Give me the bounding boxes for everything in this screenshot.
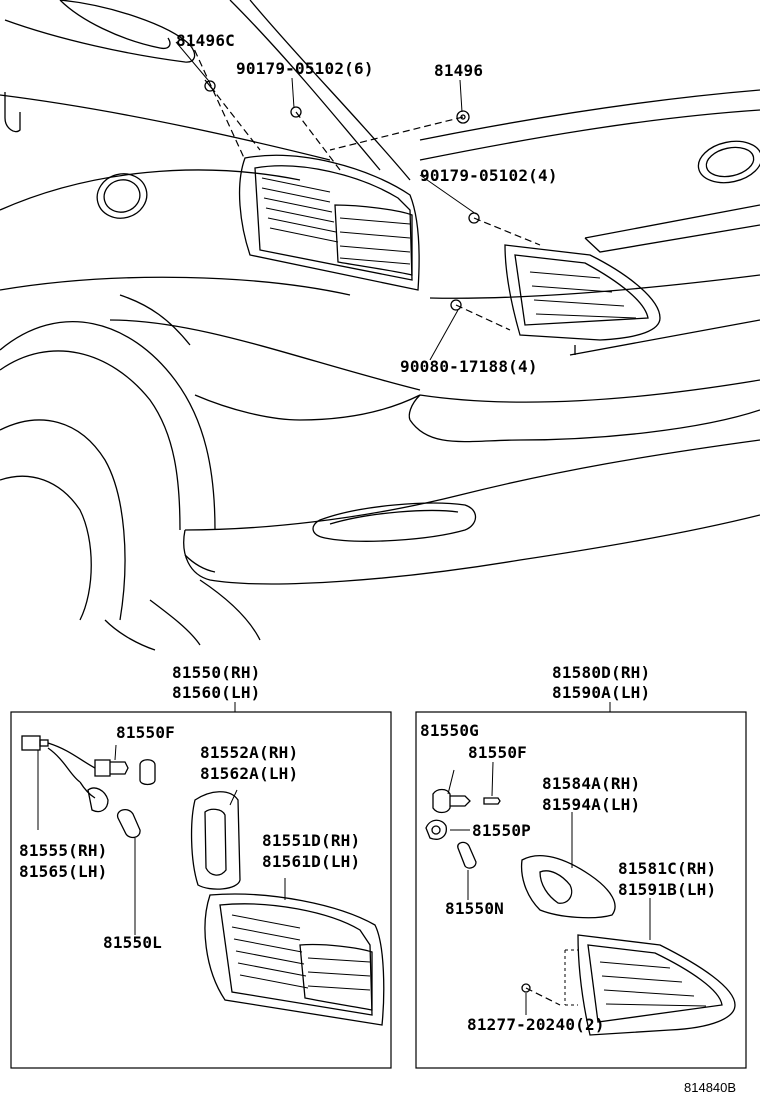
right-box-parts xyxy=(425,788,736,1036)
label-90179-05102-6: 90179-05102(6) xyxy=(236,59,374,78)
leader-lines-top xyxy=(175,41,477,361)
left-label-81550L: 81550L xyxy=(103,933,162,952)
diagram-id: 814840B xyxy=(684,1080,736,1095)
right-label-81591B: 81591B(LH) xyxy=(618,880,716,899)
left-assembly-box xyxy=(10,711,392,1069)
right-label-81277: 81277-20240(2) xyxy=(467,1015,605,1034)
right-label-81550F: 81550F xyxy=(468,743,527,762)
right-title-lh: 81590A(LH) xyxy=(552,683,650,702)
label-81496C: 81496C xyxy=(176,31,235,50)
fastener-icons xyxy=(204,79,480,311)
left-label-81551D: 81551D(RH) xyxy=(262,831,360,850)
assembly-lines-top xyxy=(189,39,541,331)
outer-tail-lamp xyxy=(238,154,420,291)
left-label-81561D: 81561D(LH) xyxy=(262,852,360,871)
right-title-rh: 81580D(RH) xyxy=(552,663,650,682)
vehicle-rear-illustration xyxy=(0,0,760,651)
label-90080-17188: 90080-17188(4) xyxy=(400,357,538,376)
right-label-81550N: 81550N xyxy=(445,899,504,918)
left-label-81565: 81565(LH) xyxy=(19,862,108,881)
label-90179-05102-4: 90179-05102(4) xyxy=(420,166,558,185)
left-label-81550F: 81550F xyxy=(116,723,175,742)
right-label-81594A: 81594A(LH) xyxy=(542,795,640,814)
right-box-dashed xyxy=(525,949,578,1006)
right-label-81581C: 81581C(RH) xyxy=(618,859,716,878)
left-box-leaders xyxy=(37,744,286,935)
right-label-81584A: 81584A(RH) xyxy=(542,774,640,793)
left-label-81555: 81555(RH) xyxy=(19,841,108,860)
right-box-leaders xyxy=(447,761,651,1015)
left-box-parts xyxy=(21,735,385,1026)
left-title-rh: 81550(RH) xyxy=(172,663,261,682)
left-title-lh: 81560(LH) xyxy=(172,683,261,702)
right-assembly-box xyxy=(415,711,747,1069)
inner-tail-lamp xyxy=(504,244,661,341)
left-label-81562A: 81562A(LH) xyxy=(200,764,298,783)
left-label-81552A: 81552A(RH) xyxy=(200,743,298,762)
right-label-81550G: 81550G xyxy=(420,721,479,740)
right-label-81550P: 81550P xyxy=(472,821,531,840)
label-81496: 81496 xyxy=(434,61,483,80)
